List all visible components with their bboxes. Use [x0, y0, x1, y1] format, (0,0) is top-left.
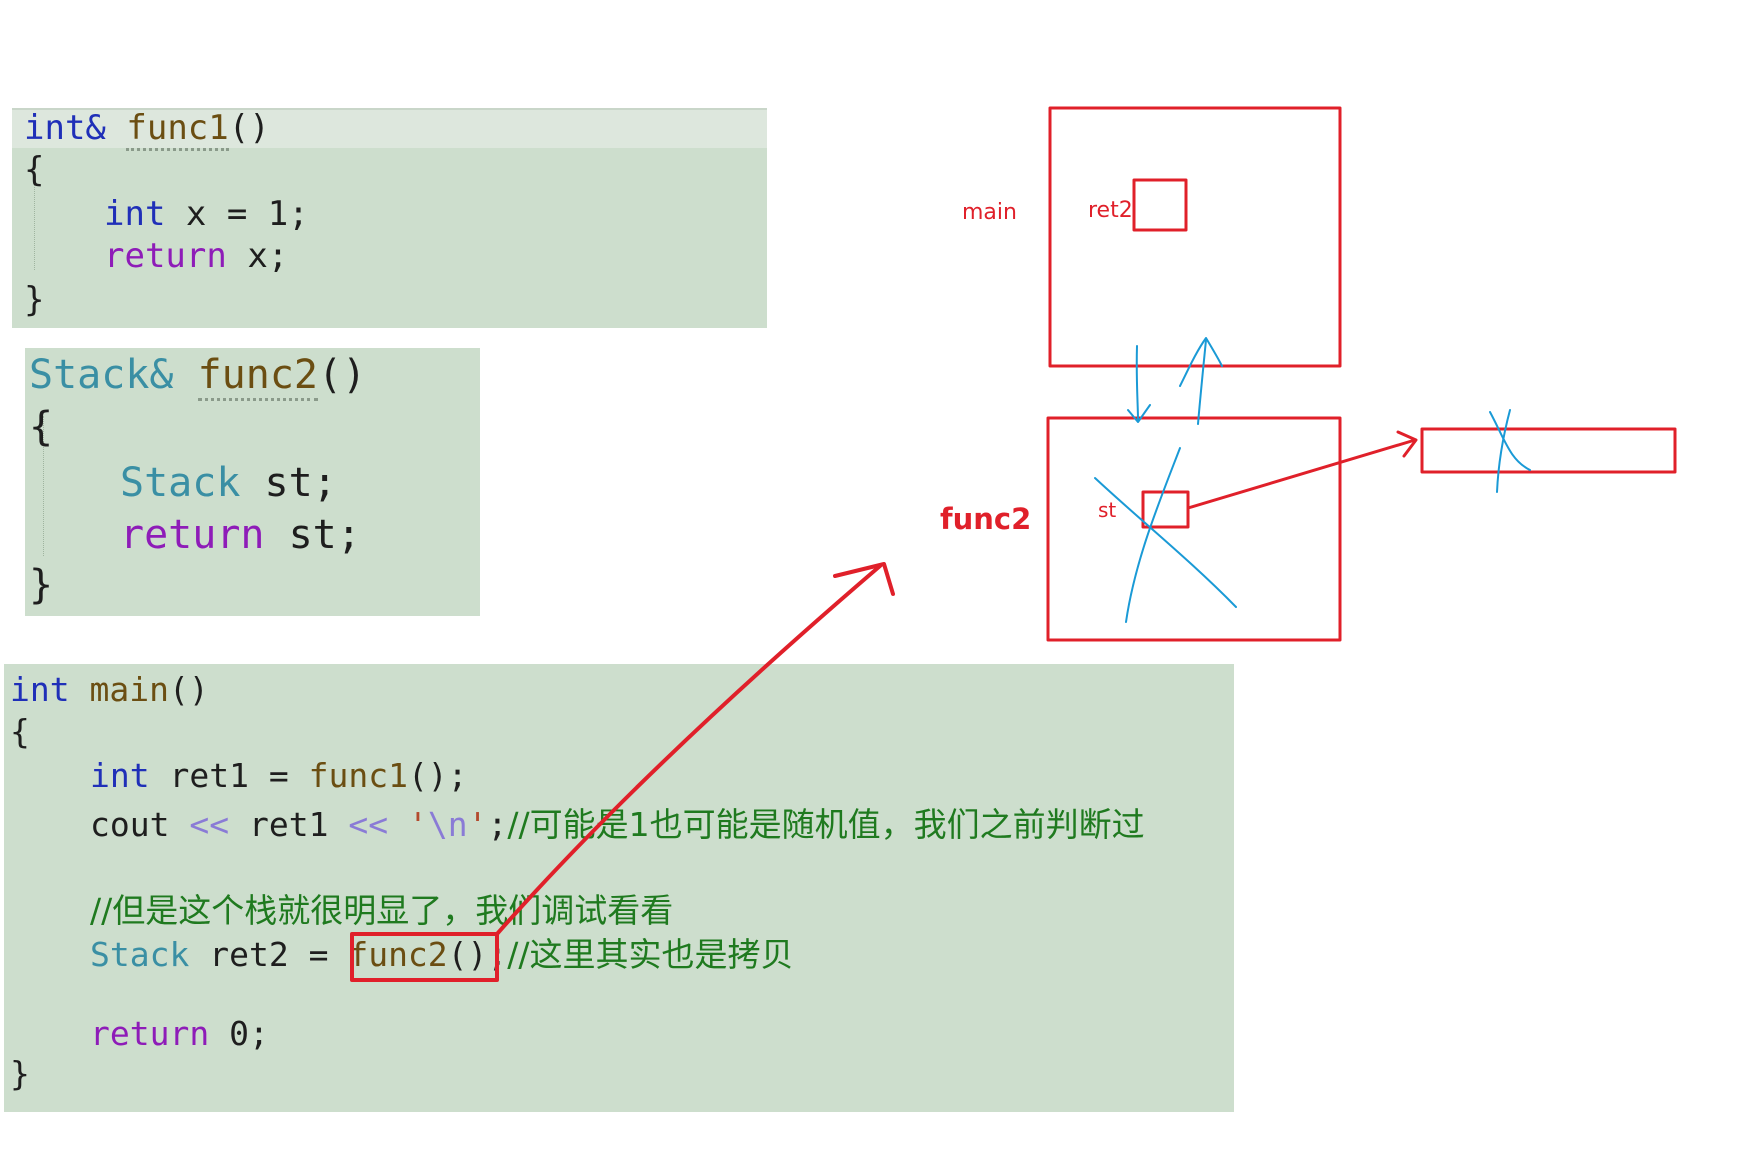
close-brace: } [24, 280, 45, 320]
call-tail: (); [407, 756, 468, 795]
ret2-box [1132, 178, 1188, 232]
statement: st; [264, 460, 337, 506]
parens: () [168, 670, 209, 709]
open-brace: { [10, 712, 30, 751]
main-signature: int main() [10, 670, 209, 709]
function-name: main [89, 670, 169, 709]
operator: << [189, 805, 230, 844]
code-line-ret1: int ret1 = func1(); [90, 756, 468, 795]
variable: ret1 [248, 805, 329, 844]
keyword: int [104, 194, 166, 234]
parens: () [228, 108, 270, 148]
class-name: Stack [120, 460, 241, 506]
func2-frame [1046, 416, 1342, 642]
keyword: return [104, 236, 227, 276]
func1-code-panel: int& func1() { int x = 1; return x; } [12, 108, 767, 328]
return-type: Stack& [29, 352, 174, 398]
semicolon: ; [487, 805, 508, 844]
parens: () [318, 352, 367, 398]
char-quote: ' [467, 805, 488, 844]
code-line-return: return st; [120, 512, 361, 558]
function-name: func1 [126, 108, 229, 151]
down-arrow-head [1127, 404, 1151, 423]
up-arrow [1197, 339, 1207, 425]
func2-signature: Stack& func2() [29, 352, 367, 401]
statement: x = 1; [185, 194, 309, 234]
statement: x; [247, 236, 289, 276]
code-comment-line: //但是这个栈就很明显了，我们调试看看 [90, 891, 674, 930]
open-brace: { [24, 150, 45, 190]
operator: = [268, 756, 289, 795]
st-box [1141, 490, 1190, 529]
indent-guide [34, 160, 35, 270]
up-arrow-head [1179, 337, 1223, 387]
call-arrow [495, 564, 882, 936]
main-frame [1048, 106, 1342, 368]
indent-guide [43, 416, 44, 556]
class-name: Stack [90, 935, 190, 974]
escape-seq: \n [427, 805, 468, 844]
down-arrow [1135, 345, 1139, 421]
cross-mark [1496, 409, 1511, 493]
operator: = [308, 935, 329, 974]
close-brace: } [29, 562, 54, 608]
code-comment: //这里其实也是拷贝 [507, 935, 794, 974]
func2-call-highlight [350, 932, 499, 982]
variable: ret2 [209, 935, 289, 974]
cout: cout [90, 805, 170, 844]
code-line-ret2: Stack ret2 = func2();//这里其实也是拷贝 [90, 928, 794, 976]
main-frame-label: main [962, 200, 1017, 225]
heap-block [1420, 427, 1677, 474]
return-type: int& [24, 108, 106, 148]
function-call: func1 [308, 756, 408, 795]
func2-frame-label: func2 [940, 502, 1032, 536]
call-arrow-head [833, 562, 895, 596]
function-name: func2 [197, 352, 319, 401]
operator: << [348, 805, 389, 844]
function-call: func2 [348, 935, 448, 974]
main-code-panel: int main() { int ret1 = func1(); cout <<… [4, 664, 1234, 1112]
code-line-return: return 0; [90, 1014, 269, 1053]
cross-mark [1125, 447, 1181, 623]
st-label: st [1098, 498, 1117, 522]
parens: () [447, 935, 488, 974]
code-line-return: return x; [104, 236, 288, 276]
cross-mark [1094, 477, 1237, 608]
char-quote: ' [407, 805, 428, 844]
func1-signature: int& func1() [24, 108, 270, 151]
current-line-highlight [12, 108, 767, 148]
close-brace: } [10, 1054, 30, 1093]
keyword: return [90, 1014, 210, 1053]
func2-code-panel: Stack& func2() { Stack st; return st; } [25, 348, 480, 616]
code-line-declare: Stack st; [120, 460, 337, 506]
keyword: return [120, 512, 265, 558]
keyword: int [90, 756, 150, 795]
pointer-arrow [1186, 438, 1417, 510]
open-brace: { [29, 404, 54, 450]
code-line-declare: int x = 1; [104, 194, 309, 234]
statement: 0; [229, 1014, 269, 1053]
return-type: int [10, 670, 70, 709]
variable: ret1 [169, 756, 249, 795]
ret2-label: ret2 [1088, 198, 1133, 223]
cross-mark [1489, 411, 1531, 471]
pointer-arrow-head [1396, 430, 1418, 458]
statement: st; [288, 512, 361, 558]
